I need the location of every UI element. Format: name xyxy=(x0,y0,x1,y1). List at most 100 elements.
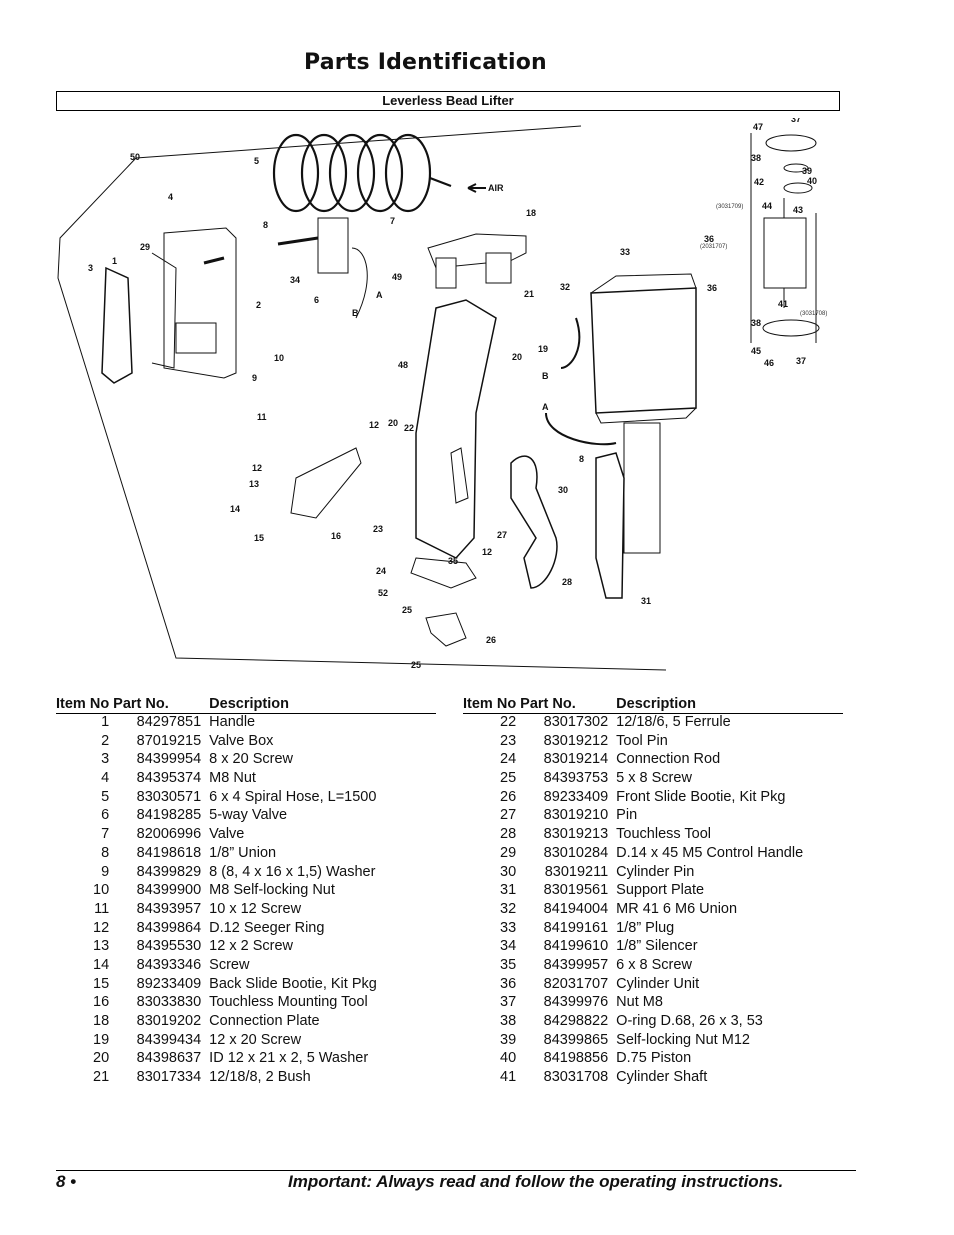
cell-desc: M8 Nut xyxy=(209,770,256,787)
cell-desc: D.12 Seeger Ring xyxy=(209,919,325,936)
cell-item: 34 xyxy=(500,938,517,955)
cell-part: 83019561 xyxy=(543,882,609,899)
cell-part: 84399434 xyxy=(136,1031,202,1048)
cell-part: 84395374 xyxy=(136,770,202,787)
cell-item: 35 xyxy=(500,956,517,973)
callout-7: 7 xyxy=(390,216,395,226)
cell-part: 84399864 xyxy=(136,919,202,936)
callout-22: 22 xyxy=(404,423,414,433)
cell-desc: Screw xyxy=(209,956,250,973)
callout-50: 50 xyxy=(130,152,140,162)
cell-part: 83030571 xyxy=(136,788,202,805)
cell-desc: 1/8” Silencer xyxy=(616,938,698,955)
cell-item: 20 xyxy=(93,1050,110,1067)
callout-air: AIR xyxy=(488,183,504,193)
cell-part: 84198856 xyxy=(543,1050,609,1067)
callout-24: 24 xyxy=(376,566,386,576)
cell-item: 12 xyxy=(93,919,110,936)
callout-B2: B xyxy=(542,371,549,381)
callout-36b: 36 xyxy=(704,234,714,244)
cell-part: 83010284 xyxy=(543,844,609,861)
cell-item: 23 xyxy=(500,732,517,749)
cell-item: 28 xyxy=(500,826,517,843)
header-description: Description xyxy=(209,696,436,714)
cell-part: 84399957 xyxy=(543,956,609,973)
cell-desc: O-ring D.68, 26 x 3, 53 xyxy=(616,1013,763,1029)
cell-item: 31 xyxy=(500,882,517,899)
callout-8b: 8 xyxy=(579,454,584,464)
support-plate xyxy=(595,452,625,599)
cell-part: 84395530 xyxy=(136,938,202,955)
table-row: 4 84395374 M8 Nut xyxy=(56,770,436,789)
callout-39: 39 xyxy=(802,166,812,176)
cell-item: 37 xyxy=(500,994,517,1011)
callout-19: 19 xyxy=(538,344,548,354)
touchless-tool xyxy=(510,455,558,589)
cell-desc: Connection Rod xyxy=(616,751,721,768)
cell-desc: Cylinder Unit xyxy=(616,975,700,992)
cell-desc: M8 Self-locking Nut xyxy=(209,882,335,899)
callout-25: 25 xyxy=(402,605,412,615)
cell-desc: 8 x 20 Screw xyxy=(209,751,293,768)
cell-desc: 8 (8, 4 x 16 x 1,5) Washer xyxy=(209,863,376,880)
callout-41: 41 xyxy=(778,299,788,309)
callout-B: B xyxy=(352,308,359,318)
cell-desc: Cylinder Shaft xyxy=(616,1069,708,1086)
callout-38b: 38 xyxy=(751,318,761,328)
callout-28: 28 xyxy=(562,577,572,587)
callout-33: 33 xyxy=(620,247,630,257)
callout-1: 1 xyxy=(112,256,117,266)
callout-29: 29 xyxy=(140,242,150,252)
cell-item: 24 xyxy=(500,751,517,768)
callout-37: 37 xyxy=(791,118,801,124)
cell-item: 11 xyxy=(94,900,110,917)
callout-44: 44 xyxy=(762,201,772,211)
callout-20b: 20 xyxy=(388,418,398,428)
cell-item: 4 xyxy=(101,770,110,787)
cylinder-exploded-inset xyxy=(750,133,820,343)
callout-18: 18 xyxy=(526,208,536,218)
header-part-no: Part No. xyxy=(109,696,210,714)
callout-4: 4 xyxy=(168,192,173,202)
cell-part: 83017334 xyxy=(136,1069,202,1086)
cell-item: 40 xyxy=(500,1050,517,1067)
cell-part: 84198285 xyxy=(136,807,202,824)
cell-desc: Nut M8 xyxy=(616,994,663,1011)
cell-item: 30 xyxy=(500,863,517,880)
cell-item: 3 xyxy=(101,751,110,768)
cell-part: 83019211 xyxy=(544,863,609,880)
cell-part: 84393346 xyxy=(136,956,202,973)
callout-12c: 12 xyxy=(482,547,492,557)
cell-desc: 5 x 8 Screw xyxy=(616,770,692,787)
cell-item: 25 xyxy=(500,770,517,787)
table-header-row: Item No Part No. Description xyxy=(463,696,843,714)
cell-part: 83017302 xyxy=(543,714,609,730)
callout-8: 8 xyxy=(263,220,268,230)
callout-5: 5 xyxy=(254,156,259,166)
ref-3031709: (3031709) xyxy=(716,204,743,210)
handle xyxy=(101,266,133,384)
cell-desc: 6 x 4 Spiral Hose, L=1500 xyxy=(209,788,377,805)
callout-25b: 25 xyxy=(411,660,421,670)
cell-desc: 10 x 12 Screw xyxy=(209,900,302,917)
valve-block xyxy=(317,217,349,274)
mounting-tool xyxy=(290,447,362,519)
callout-23: 23 xyxy=(373,524,383,534)
cell-item: 18 xyxy=(93,1013,110,1029)
cell-item: 9 xyxy=(101,863,110,880)
cell-desc: 1/8” Union xyxy=(209,844,277,861)
